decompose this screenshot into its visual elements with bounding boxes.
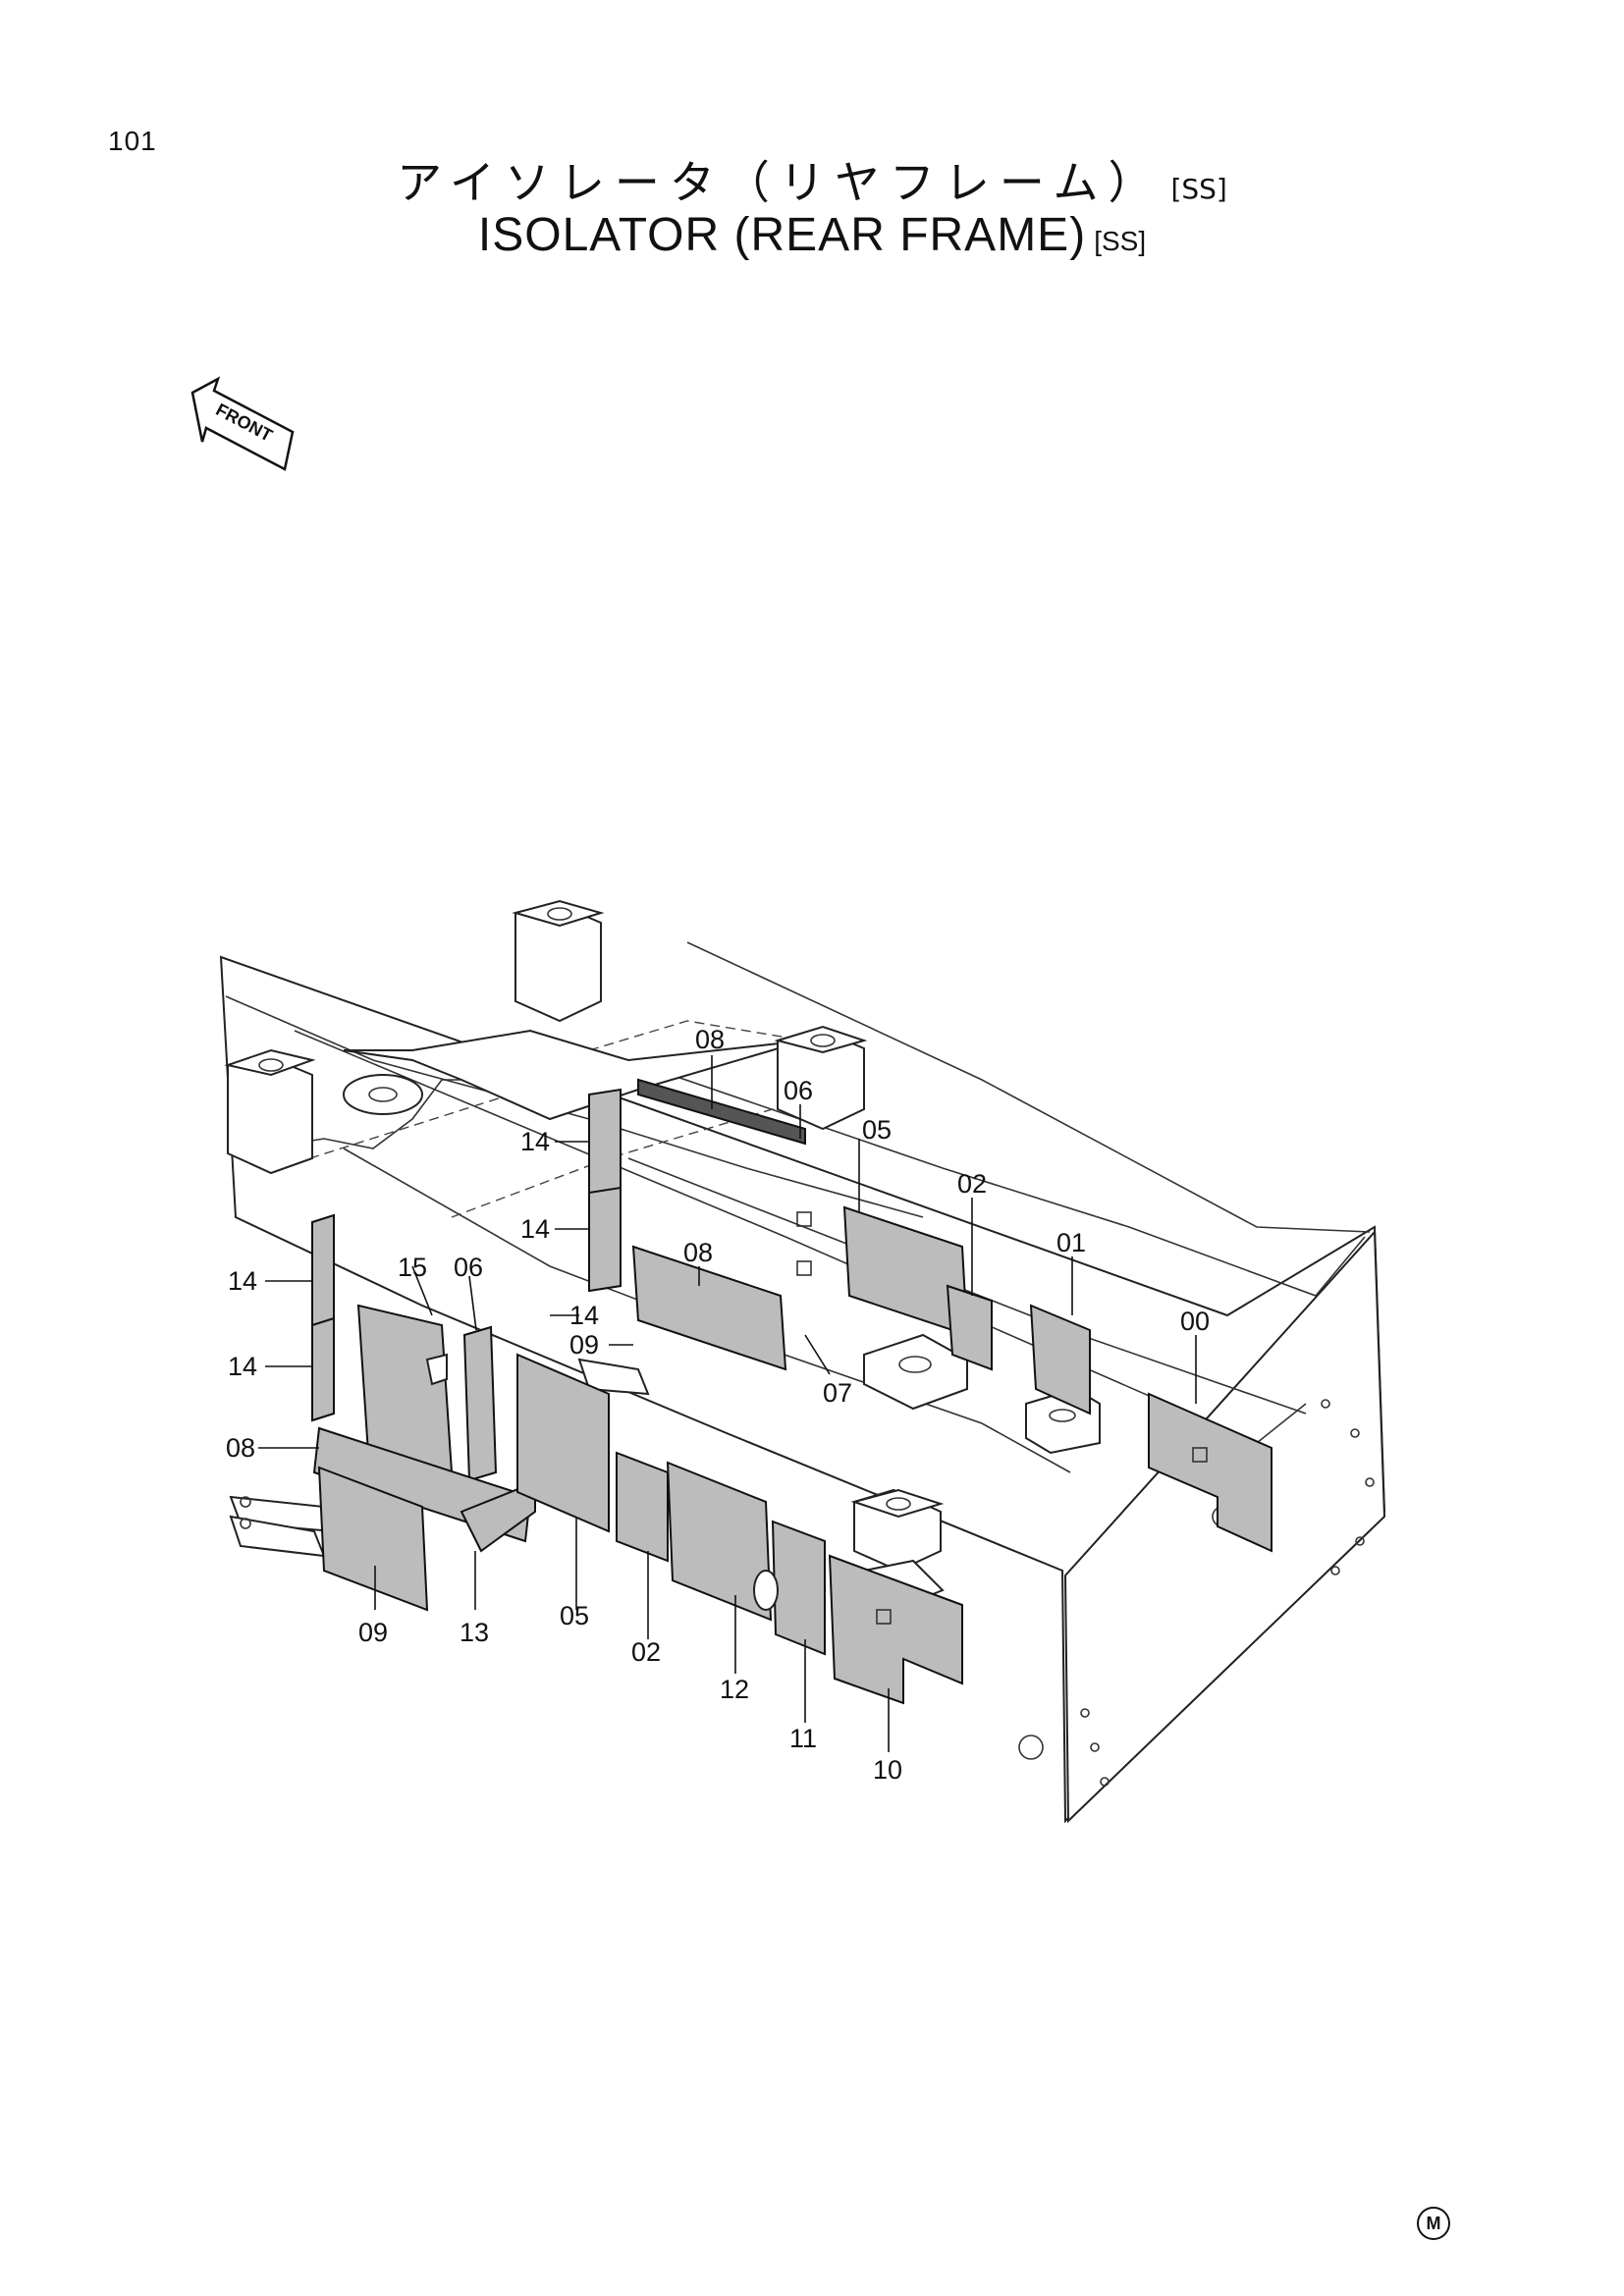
pad-12-lug [753, 1570, 779, 1611]
frame-inner-floor [294, 1030, 1307, 1444]
pad-01 [1029, 1304, 1091, 1415]
pad-06-top-a [796, 1211, 812, 1227]
callout-10: 10 [873, 1755, 902, 1785]
frame-flange [343, 1074, 423, 1115]
title-japanese: アイソレータ（リヤフレーム）[SS] [0, 147, 1624, 212]
pad-02-bot [616, 1451, 669, 1563]
pad-12 [666, 1461, 773, 1622]
callout-00: 00 [1180, 1307, 1210, 1336]
pad-10 [828, 1554, 963, 1705]
frame-hidden-line-c [588, 1020, 806, 1051]
pad-09-mid [631, 1245, 787, 1371]
pad-05-bot [516, 1353, 610, 1533]
isolator-pads [311, 1078, 1272, 1705]
callout-15: 15 [398, 1253, 427, 1282]
callout-09-bot: 09 [358, 1618, 388, 1647]
frame-rear-rail [627, 1059, 1366, 1297]
title-en-text: ISOLATOR (REAR FRAME) [477, 209, 1087, 261]
callout-08-mid: 08 [683, 1238, 713, 1267]
callout-14-b: 14 [520, 1214, 550, 1244]
title-english: ISOLATOR (REAR FRAME)[SS] [0, 208, 1624, 262]
callout-08-top: 08 [695, 1025, 725, 1054]
callout-06-mid: 06 [454, 1253, 483, 1282]
callout-02-bot: 02 [631, 1637, 661, 1667]
pad-06-top-b [796, 1260, 812, 1276]
callout-06-top: 06 [784, 1076, 813, 1105]
frame-top-plate [343, 1029, 806, 1121]
pad-02-top [946, 1284, 993, 1371]
pad-13 [460, 1480, 536, 1553]
callout-12: 12 [720, 1675, 749, 1704]
callout-05-top: 05 [862, 1115, 892, 1145]
pad-11 [771, 1520, 826, 1656]
variant-tag-en: [SS] [1094, 226, 1147, 256]
title-jp-text: アイソレータ（リヤフレーム） [397, 156, 1164, 209]
callout-09-mid: 09 [569, 1330, 599, 1360]
pad-14-top-lower [588, 1186, 622, 1293]
pad-00-hole [1192, 1447, 1208, 1463]
callout-14-d: 14 [228, 1352, 257, 1381]
pad-15-notch [425, 1353, 448, 1386]
callout-labels: 08 06 05 02 01 00 14 14 08 14 14 14 15 0… [226, 1025, 1210, 1785]
page-number: 101 [108, 126, 157, 156]
callout-13: 13 [460, 1618, 489, 1647]
end-face-hole-1 [1018, 1735, 1044, 1760]
pad-00 [1148, 1392, 1272, 1553]
pad-14-left-lower [311, 1316, 335, 1422]
callout-08-left: 08 [226, 1433, 255, 1463]
callout-01: 01 [1056, 1228, 1086, 1257]
frame-post-rear [512, 899, 605, 1023]
variant-tag-jp: [SS] [1170, 173, 1227, 205]
callout-07: 07 [823, 1378, 852, 1408]
front-arrow-icon: FRONT [190, 376, 295, 471]
pad-10-hole [876, 1609, 892, 1625]
model-mark-icon: M [1417, 2207, 1450, 2240]
callout-leaders [258, 1055, 1197, 1752]
callout-05-bot: 05 [560, 1601, 589, 1630]
pad-06-mid [462, 1325, 498, 1482]
callout-11: 11 [789, 1724, 817, 1753]
frame-bracket-link [577, 1358, 650, 1396]
pad-09-bot [317, 1466, 429, 1612]
pad-08-top [637, 1078, 806, 1146]
callout-14-c: 14 [228, 1266, 257, 1296]
callout-14-a: 14 [520, 1127, 550, 1156]
callout-14-e: 14 [569, 1301, 599, 1330]
frame-upper-rail [686, 941, 1371, 1233]
frame-post-left [224, 1048, 316, 1175]
callout-02-top: 02 [957, 1169, 987, 1199]
frame-post-mid [774, 1025, 868, 1131]
